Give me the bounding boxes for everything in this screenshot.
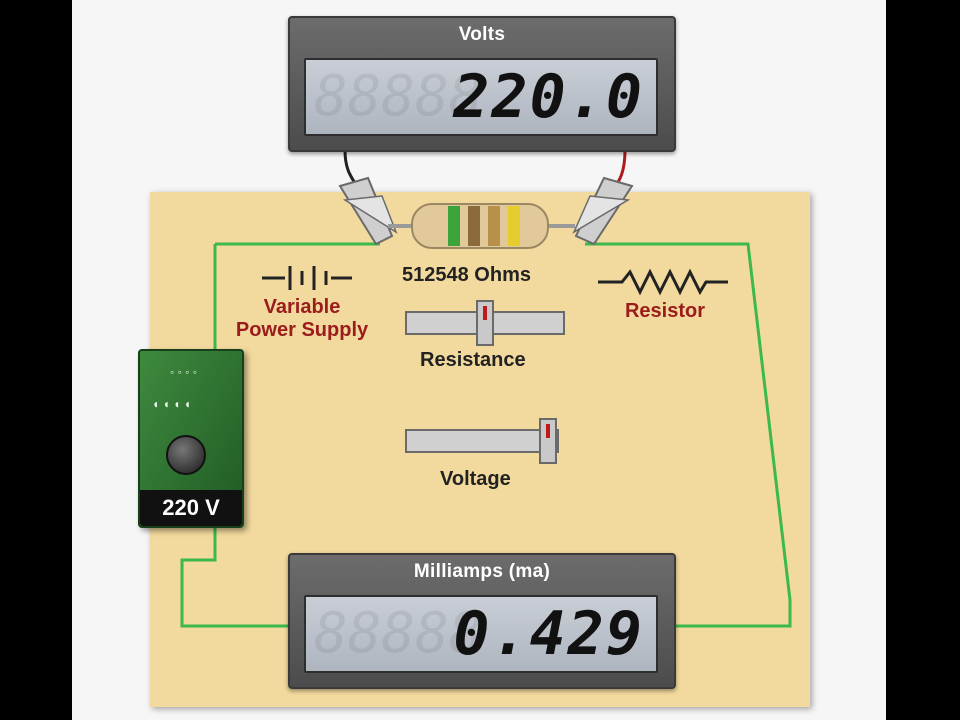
- resistor-symbol-label: Resistor: [624, 300, 706, 322]
- resistance-slider-thumb[interactable]: [476, 300, 494, 346]
- left-clip-icon: [338, 176, 398, 246]
- voltmeter-reading: 220.0: [453, 62, 644, 132]
- ammeter: Milliamps (ma) 88888 0.429: [288, 553, 676, 689]
- resistance-slider[interactable]: [405, 300, 565, 346]
- power-supply-label-line1: Variable: [263, 296, 341, 318]
- right-clip-icon: [572, 176, 634, 246]
- power-supply-symbol-icon: [262, 266, 352, 290]
- ammeter-reading: 0.429: [453, 599, 644, 669]
- power-supply-label-line2: Power Supply: [235, 319, 369, 341]
- power-supply-unit: ◦ ◦ ◦ ◦ ◖ ◖ ◖ ◖ 220 V: [138, 349, 244, 528]
- ammeter-title: Milliamps (ma): [413, 561, 551, 582]
- voltage-knob[interactable]: [166, 435, 206, 475]
- voltage-slider[interactable]: [405, 418, 559, 464]
- voltage-slider-thumb[interactable]: [539, 418, 557, 464]
- resistance-slider-label: Resistance: [420, 349, 526, 371]
- power-supply-display: 220 V: [140, 490, 242, 526]
- ammeter-display: 88888 0.429: [304, 595, 658, 673]
- voltmeter: Volts 88888 220.0: [288, 16, 676, 152]
- voltmeter-title: Volts: [458, 24, 506, 45]
- psu-switch-row-top: ◦ ◦ ◦ ◦: [170, 365, 198, 379]
- voltmeter-display: 88888 220.0: [304, 58, 658, 136]
- resistor-icon: [388, 203, 575, 249]
- resistor-symbol-icon: [598, 268, 728, 296]
- resistor-value-label: 512548 Ohms: [402, 264, 531, 286]
- voltage-slider-label: Voltage: [440, 468, 511, 490]
- power-supply-label: Variable Power Supply: [218, 296, 386, 342]
- psu-switch-row-bottom: ◖ ◖ ◖ ◖: [152, 397, 191, 411]
